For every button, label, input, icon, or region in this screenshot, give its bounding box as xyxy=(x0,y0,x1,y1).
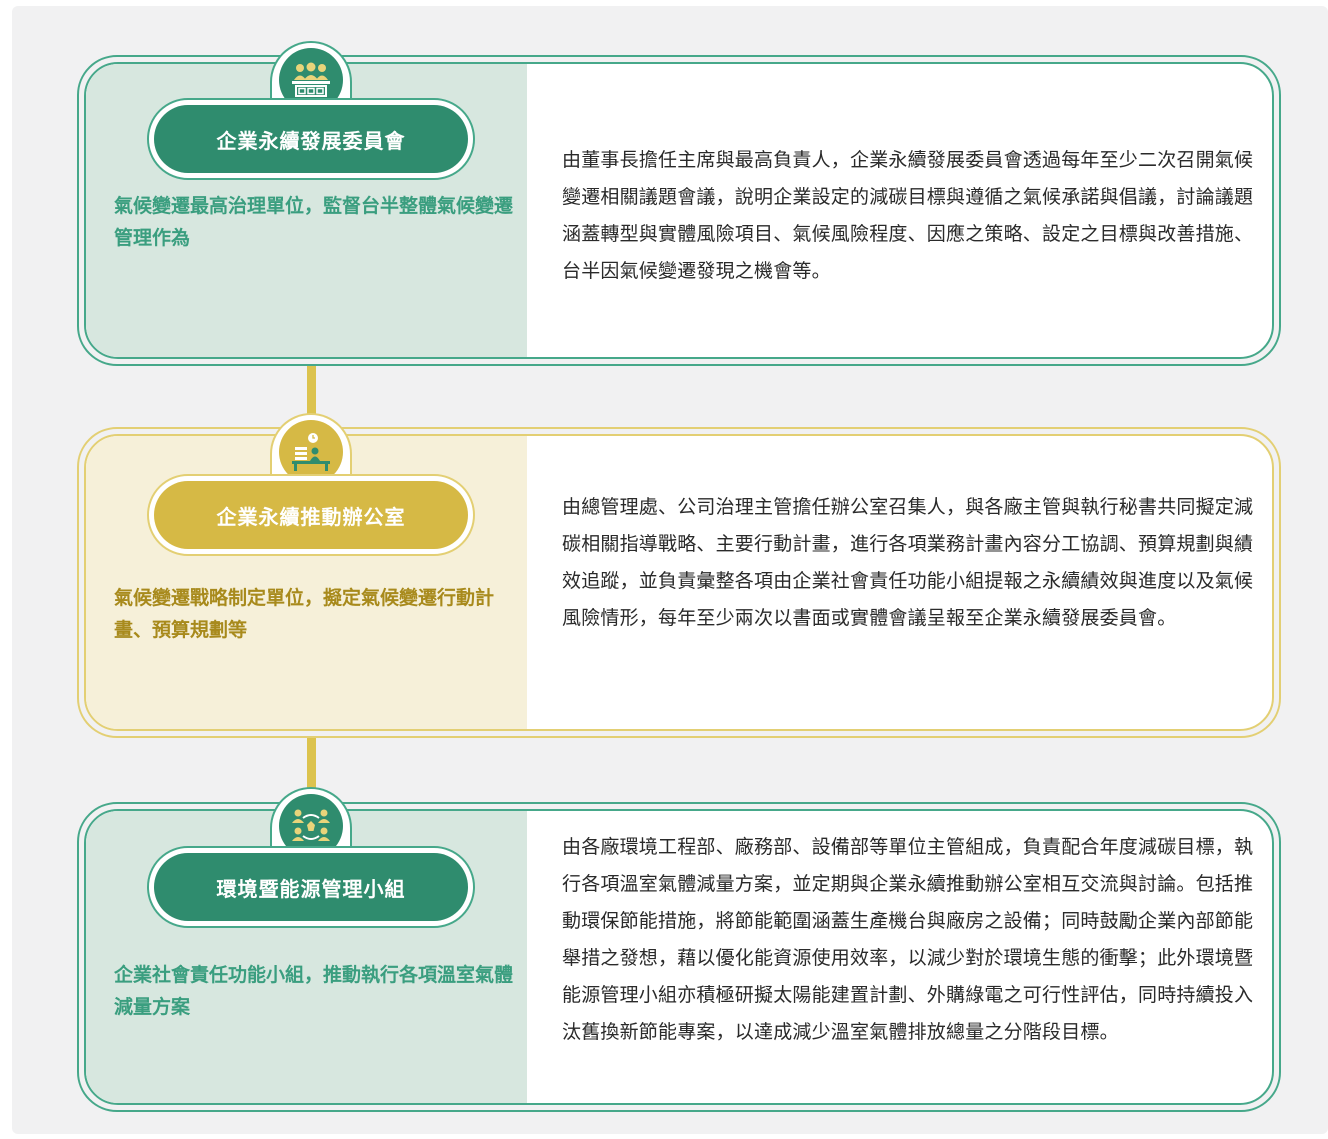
tier-card-inner: 企業社會責任功能小組，推動執行各項溫室氣體減量方案 由各廠環境工程部、廠務部、設… xyxy=(84,809,1274,1105)
connector-line-2 xyxy=(307,738,316,802)
tier-icon-badge xyxy=(270,413,352,484)
office-desk-icon xyxy=(279,420,343,484)
tier-title-pill: 環境暨能源管理小組 xyxy=(147,846,475,928)
tier-tagline: 氣候變遷最高治理單位，監督台半整體氣候變遷管理作為 xyxy=(114,195,514,249)
tier-tagline: 企業社會責任功能小組，推動執行各項溫室氣體減量方案 xyxy=(114,964,514,1018)
tier-title: 企業永續發展委員會 xyxy=(154,105,468,173)
tier-description: 由董事長擔任主席與最高負責人，企業永續發展委員會透過每年至少二次召開氣候變遷相關… xyxy=(562,149,1254,282)
tier-card-team: 企業社會責任功能小組，推動執行各項溫室氣體減量方案 由各廠環境工程部、廠務部、設… xyxy=(77,802,1281,1112)
tier-title-pill: 企業永續推動辦公室 xyxy=(147,474,475,556)
tier-description: 由各廠環境工程部、廠務部、設備部等單位主管組成，負責配合年度減碳目標，執行各項溫… xyxy=(562,836,1254,1043)
tier-icon-badge xyxy=(270,41,352,112)
tier-title: 環境暨能源管理小組 xyxy=(154,853,468,921)
tier-title-pill: 企業永續發展委員會 xyxy=(147,98,475,180)
tier-title: 企業永續推動辦公室 xyxy=(154,481,468,549)
tier-tagline: 氣候變遷戰略制定單位，擬定氣候變遷行動計畫、預算規劃等 xyxy=(114,587,495,641)
connector-line-1 xyxy=(307,366,316,430)
tier-description: 由總管理處、公司治理主管擔任辦公室召集人，與各廠主管與執行秘書共同擬定減碳相關指… xyxy=(562,496,1254,629)
